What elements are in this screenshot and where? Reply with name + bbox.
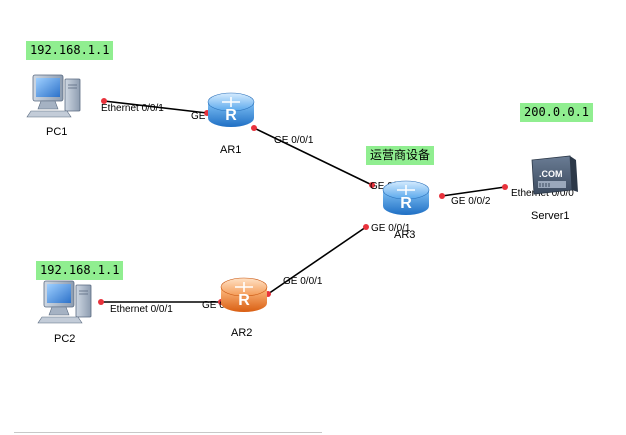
server1-device[interactable]: .COM: [531, 155, 578, 195]
port-dot-pc1: [101, 98, 107, 104]
pc1-ip-note[interactable]: 192.168.1.1: [26, 41, 114, 60]
link-endpoints: [98, 98, 508, 305]
pc1-device[interactable]: [26, 74, 81, 118]
port-label-pc2-eth: Ethernet 0/0/1: [110, 304, 173, 315]
port-dot-server1: [502, 184, 508, 190]
link-pc1-ar1[interactable]: [103, 100, 208, 114]
port-label-ar2-ge001: GE 0/0/1: [283, 276, 323, 287]
router-icon: R: [382, 180, 430, 215]
ar3-label: AR3: [394, 229, 415, 241]
pc2-label: PC2: [54, 333, 75, 345]
pc1-label: PC1: [46, 126, 67, 138]
ar1-device[interactable]: R: [207, 92, 255, 127]
svg-text:R: R: [400, 195, 412, 212]
link-ar1-ar3[interactable]: [253, 127, 373, 186]
ar2-label: AR2: [231, 327, 252, 339]
port-label-ar3-ge002: GE 0/0/2: [451, 196, 491, 207]
ar1-label: AR1: [220, 144, 241, 156]
server-badge-text: .COM: [539, 169, 563, 179]
port-labels: Ethernet 0/0/1 GE 0/0/0 GE 0/0/1 GE 0/0/…: [101, 103, 574, 315]
links: [101, 100, 506, 303]
port-label-ar1-ge001: GE 0/0/1: [274, 135, 314, 146]
pc-icon: [37, 280, 92, 324]
port-dot-ar3-ge002: [439, 193, 445, 199]
pc-icon: [26, 74, 81, 118]
link-ar2-ar3[interactable]: [267, 226, 367, 295]
port-label-pc1-eth: Ethernet 0/0/1: [101, 103, 164, 114]
pc2-ip-note[interactable]: 192.168.1.1: [36, 261, 124, 280]
ar3-device[interactable]: R: [382, 180, 430, 215]
server1-label: Server1: [531, 210, 570, 222]
port-dot-ar3-ge001: [363, 224, 369, 230]
server-icon: .COM: [531, 155, 578, 195]
port-dot-pc2: [98, 299, 104, 305]
link-ar3-server1[interactable]: [441, 186, 506, 197]
router-icon: R: [220, 277, 268, 312]
port-dot-ar3-ge000: [369, 182, 375, 188]
router-icon: R: [207, 92, 255, 127]
svg-text:R: R: [238, 292, 250, 309]
port-label-server1-eth: Ethernet 0/0/0: [511, 188, 574, 199]
port-dot-ar1-ge001: [251, 125, 257, 131]
pc2-device[interactable]: [37, 280, 92, 324]
port-label-ar3-ge001: GE 0/0/1: [371, 223, 411, 234]
svg-text:R: R: [225, 107, 237, 124]
ar2-device[interactable]: R: [220, 277, 268, 312]
isp-device-note[interactable]: 运营商设备: [366, 146, 435, 165]
canvas-bottom-divider: [14, 432, 322, 433]
server-ip-note[interactable]: 200.0.0.1: [520, 103, 594, 122]
